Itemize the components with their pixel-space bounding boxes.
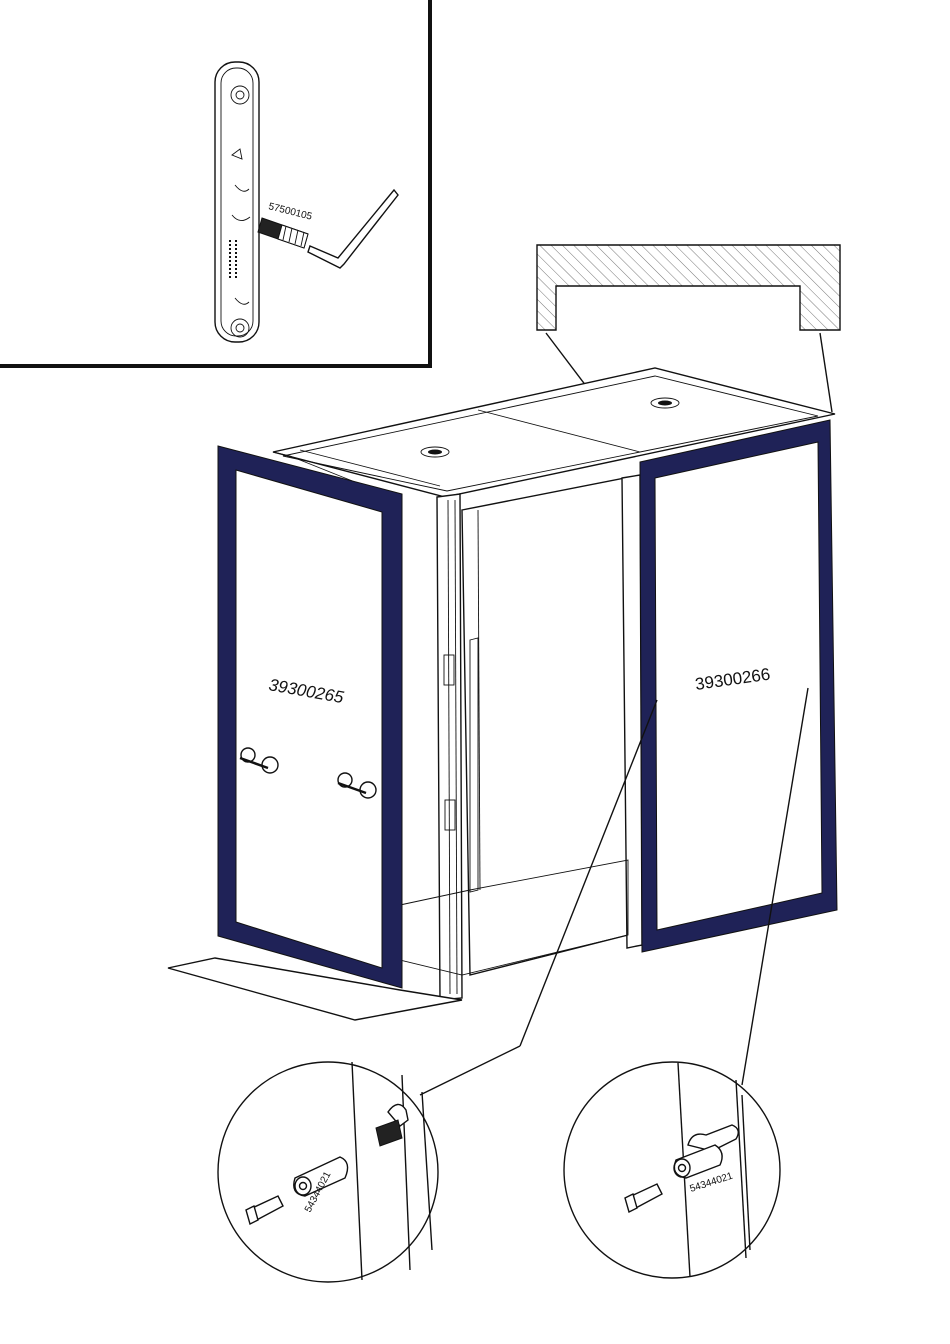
hex-key: [308, 190, 398, 268]
hinge-pin: [258, 218, 308, 248]
hinge-inset: 57500105: [0, 0, 430, 366]
leader-line: [820, 333, 832, 412]
hinge-pin-part-number: 57500105: [267, 201, 313, 223]
left-door: 39300265: [218, 446, 402, 988]
detail-right: 54344021: [564, 1062, 780, 1278]
floor-mat: [168, 958, 462, 1020]
hinge-plate: [215, 62, 259, 342]
detail-left: 54344021: [218, 1062, 438, 1282]
leader-line: [420, 1046, 520, 1095]
right-door: 39300266: [640, 420, 837, 952]
